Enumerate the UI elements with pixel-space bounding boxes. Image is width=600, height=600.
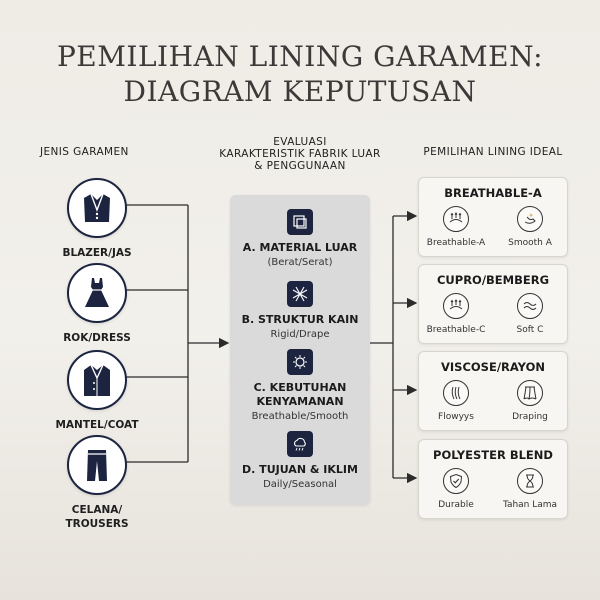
criterion-subtitle: Rigid/Drape [270, 329, 330, 340]
airflow-icon [443, 293, 469, 319]
lining-feature: Soft C [493, 293, 567, 335]
lining-feature: Durable [419, 468, 493, 510]
lining-title: BREATHABLE-A [444, 186, 542, 200]
lining-feature-label: Draping [512, 412, 548, 422]
garment-label: MANTEL/COAT [55, 419, 139, 431]
garment-label-line-1: CELANA/ [71, 504, 123, 516]
evaluation-heading-line-3: & PENGGUNAAN [254, 160, 346, 172]
weather-icon [287, 431, 313, 457]
lining-card-viscose: VISCOSE/RAYON Flowyys Draping [418, 351, 568, 431]
blazer-icon [67, 178, 127, 238]
criterion-subtitle: Breathable/Smooth [251, 411, 349, 422]
criterion-structure: B. STRUKTUR KAIN Rigid/Drape [230, 281, 370, 340]
criterion-subtitle: Daily/Seasonal [263, 479, 337, 490]
soft-wave-icon [517, 293, 543, 319]
lining-card-breathable-a: BREATHABLE-A Breathable-A Smooth A [418, 177, 568, 257]
criterion-material: A. MATERIAL LUAR (Berat/Serat) [230, 209, 370, 268]
page-title-line-2: DIAGRAM KEPUTUSAN [123, 75, 477, 108]
criterion-comfort: C. KEBUTUHAN KENYAMANAN Breathable/Smoot… [230, 349, 370, 422]
evaluation-panel: A. MATERIAL LUAR (Berat/Serat) B. STRUKT… [230, 195, 370, 505]
flowing-fabric-icon [443, 380, 469, 406]
dress-icon [67, 263, 127, 323]
evaluation-heading-line-1: EVALUASI [273, 136, 327, 148]
lining-heading: PEMILIHAN LINING IDEAL [423, 146, 563, 158]
garment-label-line-2: TROUSERS [65, 518, 129, 530]
weave-structure-icon [287, 281, 313, 307]
lining-feature: Breathable-A [419, 206, 493, 248]
criterion-title: A. MATERIAL LUAR [242, 241, 358, 254]
lining-title: VISCOSE/RAYON [441, 360, 545, 374]
garment-dress: ROK/DRESS [42, 263, 152, 345]
airflow-icon [443, 206, 469, 232]
garment-coat: MANTEL/COAT [42, 350, 152, 432]
garment-blazer: BLAZER/JAS [42, 178, 152, 260]
lining-feature: Smooth A [493, 206, 567, 248]
criterion-title: B. STRUKTUR KAIN [241, 313, 359, 326]
criterion-purpose: D. TUJUAN & IKLIM Daily/Seasonal [230, 431, 370, 490]
lining-feature-label: Breathable-A [426, 238, 486, 248]
lining-feature: Breathable-C [419, 293, 493, 335]
lining-feature: Draping [493, 380, 567, 422]
criterion-title-line-2: KENYAMANAN [256, 395, 344, 408]
criterion-title: D. TUJUAN & IKLIM [242, 463, 358, 476]
page-title-line-1: PEMILIHAN LINING GARAMEN: [56, 40, 544, 73]
criterion-subtitle: (Berat/Serat) [267, 257, 333, 268]
lining-title: POLYESTER BLEND [433, 448, 553, 462]
garment-label: BLAZER/JAS [62, 247, 132, 259]
smooth-hand-icon [517, 206, 543, 232]
lining-card-polyester: POLYESTER BLEND Durable Tahan Lama [418, 439, 568, 519]
lining-feature-label: Flowyys [438, 412, 474, 422]
criterion-title: C. KEBUTUHAN KENYAMANAN [230, 381, 370, 409]
evaluation-heading: EVALUASI KARAKTERISTIK FABRIK LUAR & PEN… [215, 136, 385, 172]
lining-feature-label: Smooth A [508, 238, 552, 248]
coat-icon [67, 350, 127, 410]
evaluation-heading-line-2: KARAKTERISTIK FABRIK LUAR [219, 148, 381, 160]
lining-card-cupro: CUPRO/BEMBERG Breathable-C Soft C [418, 264, 568, 344]
lining-feature: Tahan Lama [493, 468, 567, 510]
fabric-layers-icon [287, 209, 313, 235]
garments-heading: JENIS GARAMEN [40, 146, 129, 158]
garment-label: CELANA/ TROUSERS [42, 503, 152, 531]
lining-feature-label: Durable [438, 500, 474, 510]
garment-trousers: CELANA/ TROUSERS [42, 435, 152, 531]
lining-feature-label: Tahan Lama [502, 500, 558, 510]
shield-check-icon [443, 468, 469, 494]
lining-feature-label: Breathable-C [426, 325, 486, 335]
criterion-title-line-1: C. KEBUTUHAN [253, 381, 347, 394]
lining-feature: Flowyys [419, 380, 493, 422]
lining-title: CUPRO/BEMBERG [436, 273, 550, 287]
comfort-icon [287, 349, 313, 375]
garment-label: ROK/DRESS [63, 332, 131, 344]
drape-icon [517, 380, 543, 406]
hourglass-icon [517, 468, 543, 494]
trousers-icon [67, 435, 127, 495]
lining-feature-label: Soft C [516, 325, 544, 335]
